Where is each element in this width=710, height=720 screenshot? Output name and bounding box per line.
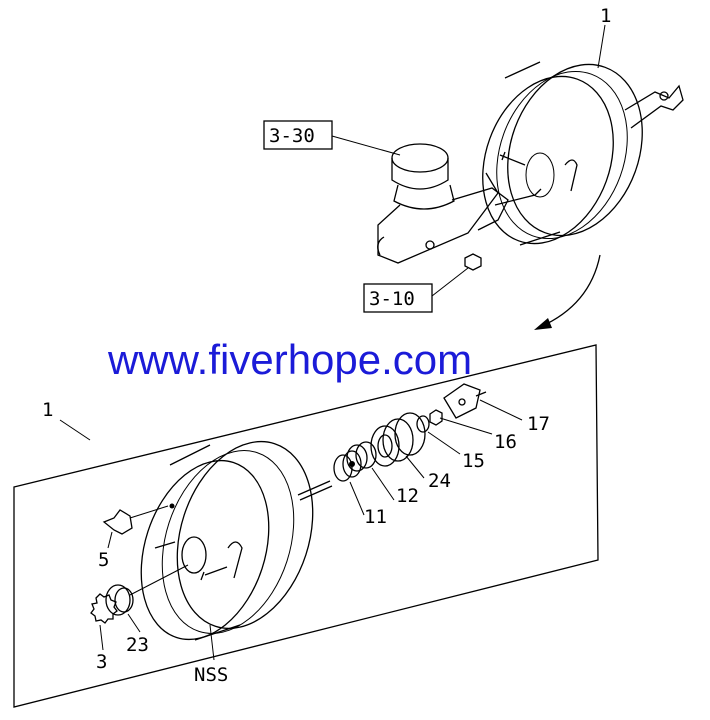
label-5: 5 [98,549,109,571]
part-23 [105,564,189,616]
label-top-assembly: 1 [600,5,611,27]
part-12 [346,441,377,472]
part-24 [370,412,426,467]
bottom-booster [140,440,333,641]
label-16: 16 [494,431,517,453]
label-nss: NSS [194,664,228,686]
exploded-frame [13,344,599,708]
ref-box-3-30-label: 3-30 [269,125,315,147]
label-24: 24 [428,470,451,492]
label-3: 3 [96,651,107,673]
label-assembly: 1 [42,399,53,421]
ref-box-3-30: 3-30 [263,120,333,150]
part-3 [90,593,118,624]
watermark: www.fiverhope.com [107,336,472,383]
part-17 [443,383,487,419]
label-17: 17 [527,413,550,435]
label-12: 12 [396,485,419,507]
ref-box-3-10: 3-10 [363,283,433,313]
ref-box-3-10-label: 3-10 [369,288,415,310]
label-23: 23 [126,634,149,656]
part-15 [416,415,430,433]
top-booster-assembly [331,24,684,330]
label-11: 11 [364,506,387,528]
part-11 [333,450,362,482]
part-5 [102,505,169,535]
part-16 [429,409,443,426]
label-15: 15 [462,450,485,472]
